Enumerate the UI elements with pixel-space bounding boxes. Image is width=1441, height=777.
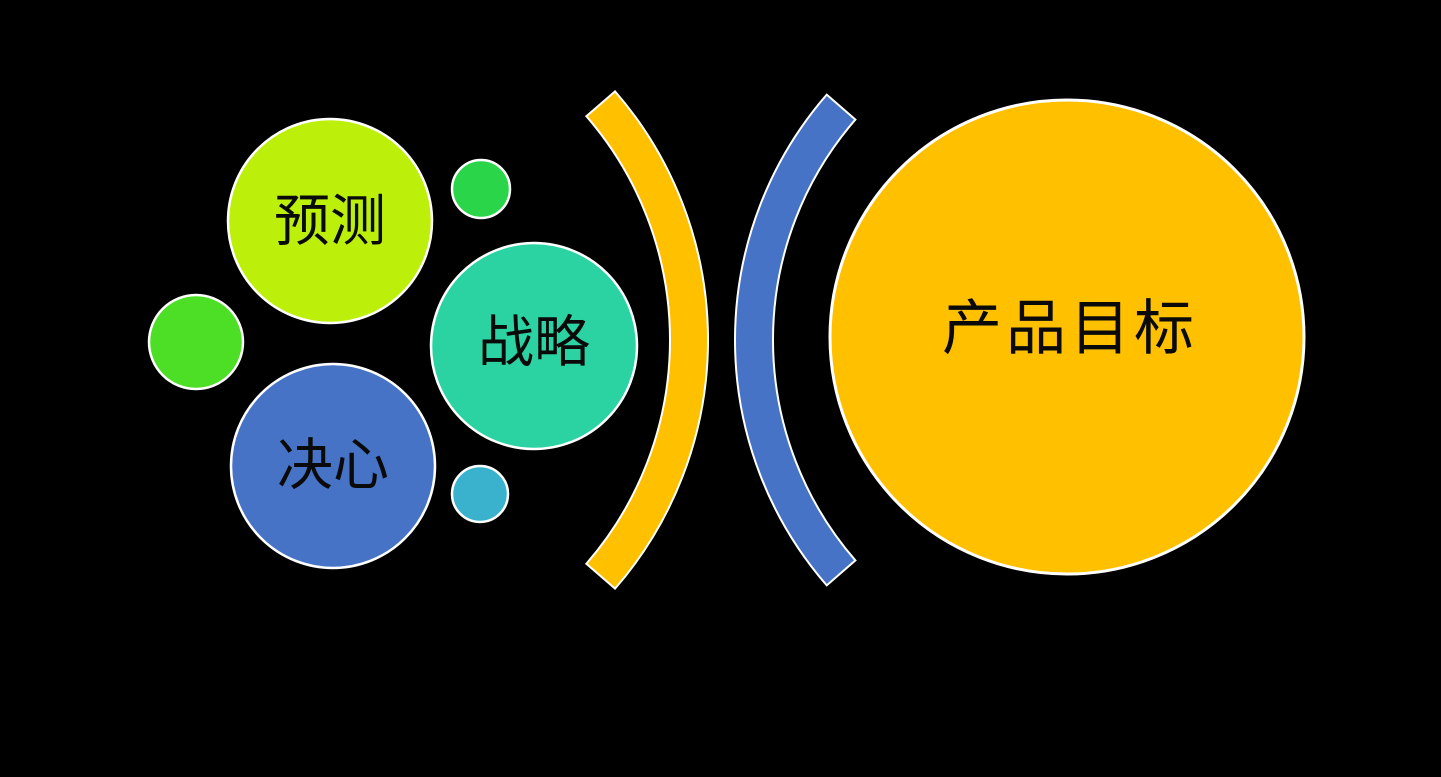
bubble-forecast-circle [226, 117, 434, 325]
bubble-forecast-label: 预测 [274, 190, 386, 255]
bubble-determination-circle [229, 362, 437, 570]
bubble-forecast: 预测 [226, 117, 434, 325]
bubble-product-goal: 产品目标 [828, 98, 1306, 576]
bubble-product-goal-circle [828, 98, 1306, 576]
bubble-determination-label: 决心 [277, 434, 389, 499]
bubble-strategy-circle [429, 241, 639, 451]
dot-green-top [450, 158, 512, 220]
gold-arc [584, 89, 710, 591]
bubble-determination: 决心 [229, 362, 437, 570]
bubble-product-goal-label: 产品目标 [942, 294, 1198, 364]
bubble-strategy: 战略 [429, 241, 639, 451]
bubble-strategy-label: 战略 [478, 311, 590, 376]
blue-arc [733, 93, 857, 587]
dot-green-left [147, 293, 245, 391]
dot-teal-small [450, 464, 510, 524]
